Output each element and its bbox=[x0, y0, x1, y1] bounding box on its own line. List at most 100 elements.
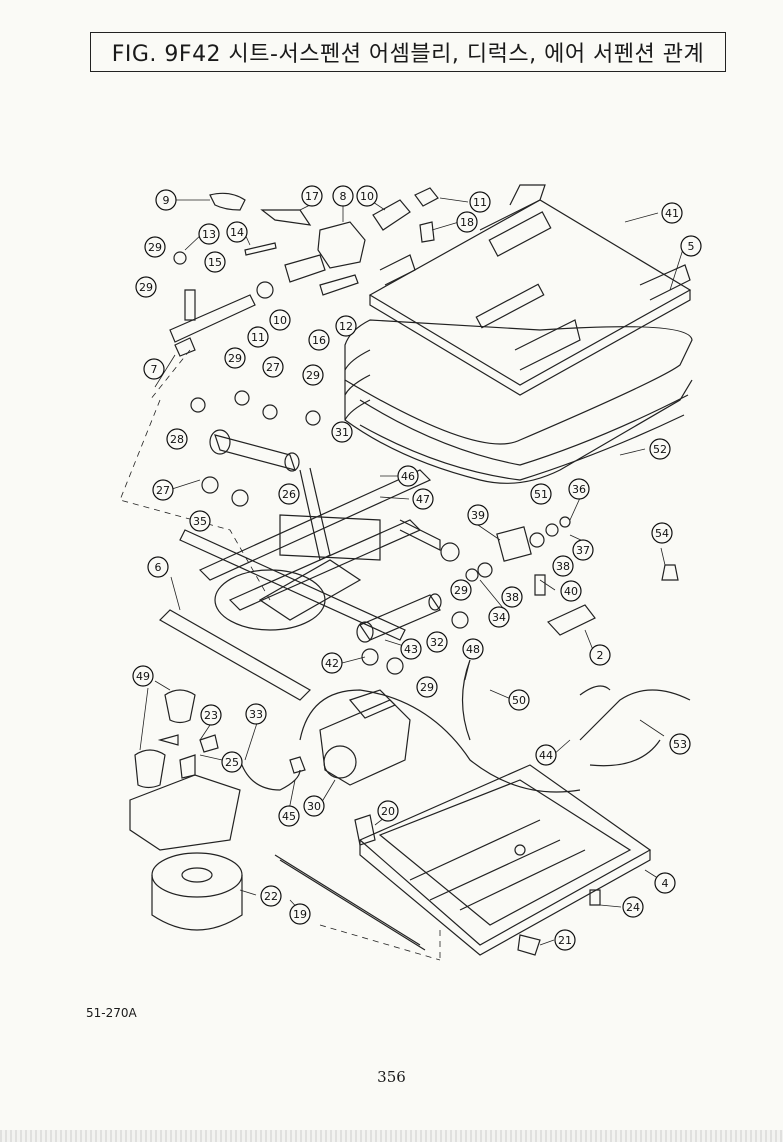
callout-10: 10 bbox=[269, 309, 291, 331]
callout-label: 32 bbox=[430, 636, 444, 649]
callout-label: 31 bbox=[335, 426, 349, 439]
upper-linkage-parts bbox=[149, 187, 439, 357]
callout-circle bbox=[278, 805, 300, 827]
callout-label: 33 bbox=[249, 708, 263, 721]
callout-38: 38 bbox=[552, 555, 574, 577]
callout-circle bbox=[198, 223, 220, 245]
callout-label: 34 bbox=[492, 611, 506, 624]
callout-20: 20 bbox=[377, 800, 399, 822]
callout-circle bbox=[200, 704, 222, 726]
seat-base-frame bbox=[358, 764, 652, 956]
callout-5: 5 bbox=[680, 235, 702, 257]
callout-14: 14 bbox=[226, 221, 248, 243]
callout-32: 32 bbox=[426, 631, 448, 653]
callout-9: 9 bbox=[155, 189, 177, 211]
callout-circle bbox=[397, 465, 419, 487]
callout-label: 30 bbox=[307, 800, 321, 813]
callout-label: 27 bbox=[156, 484, 170, 497]
part-drawings bbox=[119, 184, 693, 961]
callout-label: 47 bbox=[416, 493, 430, 506]
callout-46: 46 bbox=[397, 465, 419, 487]
callout-label: 5 bbox=[688, 240, 695, 253]
callout-circle bbox=[335, 315, 357, 337]
callout-circle bbox=[302, 364, 324, 386]
callout-label: 13 bbox=[202, 228, 216, 241]
callout-53: 53 bbox=[669, 733, 691, 755]
callout-circle bbox=[669, 733, 691, 755]
callout-circle bbox=[144, 236, 166, 258]
callout-17: 17 bbox=[301, 185, 323, 207]
callout-label: 9 bbox=[163, 194, 170, 207]
callout-8: 8 bbox=[332, 185, 354, 207]
callout-circle bbox=[189, 510, 211, 532]
callout-11: 11 bbox=[469, 191, 491, 213]
callout-circle bbox=[400, 638, 422, 660]
callout-circle bbox=[469, 191, 491, 213]
callout-29: 29 bbox=[416, 676, 438, 698]
callout-41: 41 bbox=[661, 202, 683, 224]
callout-label: 7 bbox=[151, 363, 158, 376]
callout-label: 4 bbox=[662, 877, 669, 890]
callout-52: 52 bbox=[649, 438, 671, 460]
callout-circle bbox=[651, 522, 673, 544]
callout-circle bbox=[204, 251, 226, 273]
callout-54: 54 bbox=[651, 522, 673, 544]
callout-label: 26 bbox=[282, 488, 296, 501]
callout-28: 28 bbox=[166, 428, 188, 450]
callout-26: 26 bbox=[278, 483, 300, 505]
callout-circle bbox=[143, 358, 165, 380]
air-cylinder bbox=[190, 390, 321, 507]
callout-circle bbox=[450, 579, 472, 601]
callout-circle bbox=[508, 689, 530, 711]
callout-label: 21 bbox=[558, 934, 572, 947]
callout-label: 54 bbox=[655, 527, 669, 540]
callout-circle bbox=[622, 896, 644, 918]
callout-47: 47 bbox=[412, 488, 434, 510]
callout-circle bbox=[332, 185, 354, 207]
callout-43: 43 bbox=[400, 638, 422, 660]
callout-label: 46 bbox=[401, 470, 415, 483]
callout-label: 25 bbox=[225, 756, 239, 769]
callout-label: 10 bbox=[273, 314, 287, 327]
callout-label: 29 bbox=[306, 369, 320, 382]
callout-39: 39 bbox=[467, 504, 489, 526]
callout-label: 48 bbox=[466, 643, 480, 656]
callout-circle bbox=[301, 185, 323, 207]
callout-circle bbox=[331, 421, 353, 443]
callout-label: 17 bbox=[305, 190, 319, 203]
callout-16: 16 bbox=[308, 329, 330, 351]
callout-circle bbox=[278, 483, 300, 505]
callout-29: 29 bbox=[302, 364, 324, 386]
callout-36: 36 bbox=[568, 478, 590, 500]
callout-label: 50 bbox=[512, 694, 526, 707]
callout-50: 50 bbox=[508, 689, 530, 711]
callout-label: 37 bbox=[576, 544, 590, 557]
callout-22: 22 bbox=[260, 885, 282, 907]
callout-circle bbox=[289, 903, 311, 925]
callout-21: 21 bbox=[554, 929, 576, 951]
callout-label: 43 bbox=[404, 643, 418, 656]
callout-25: 25 bbox=[221, 751, 243, 773]
callout-circle bbox=[147, 556, 169, 578]
callout-38: 38 bbox=[501, 586, 523, 608]
figure-title: FIG. 9F42 시트-서스펜션 어셈블리, 디럭스, 에어 서펜션 관계 bbox=[90, 32, 726, 72]
callout-circle bbox=[572, 539, 594, 561]
callout-label: 2 bbox=[597, 649, 604, 662]
callout-label: 45 bbox=[282, 810, 296, 823]
callout-label: 22 bbox=[264, 890, 278, 903]
callout-circle bbox=[152, 479, 174, 501]
callout-circle bbox=[560, 580, 582, 602]
callout-label: 29 bbox=[454, 584, 468, 597]
callout-13: 13 bbox=[198, 223, 220, 245]
dashed-guides bbox=[119, 349, 441, 961]
callout-23: 23 bbox=[200, 704, 222, 726]
callout-circle bbox=[568, 478, 590, 500]
callout-label: 53 bbox=[673, 738, 687, 751]
callout-circle bbox=[260, 885, 282, 907]
callout-30: 30 bbox=[303, 795, 325, 817]
callout-circle bbox=[262, 356, 284, 378]
callout-circle bbox=[535, 744, 557, 766]
callout-29: 29 bbox=[450, 579, 472, 601]
